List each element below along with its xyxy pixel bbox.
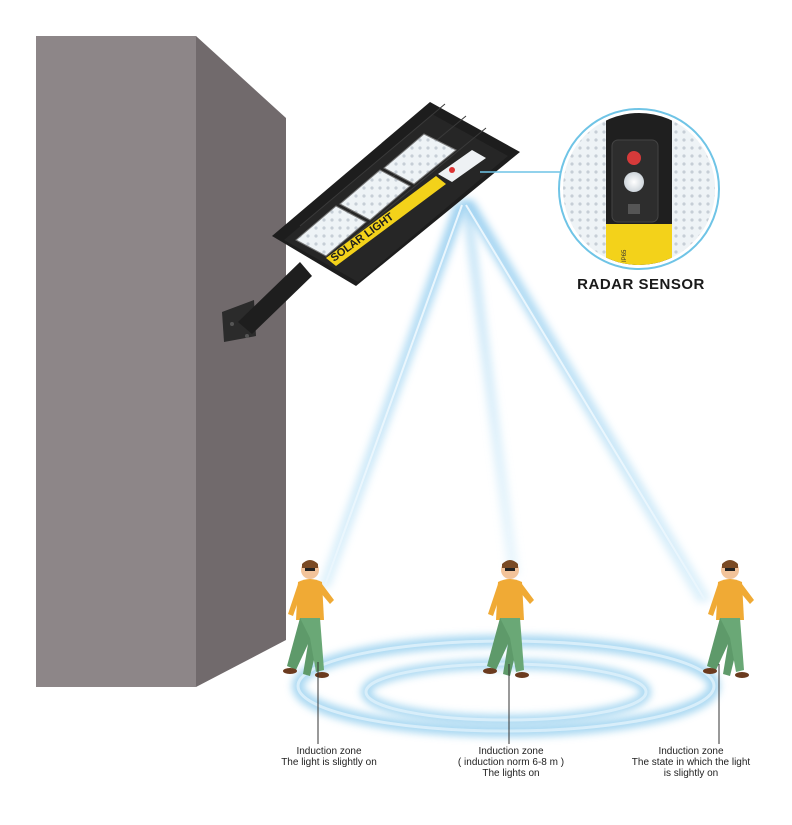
caption-right-line1: Induction zone <box>658 746 724 757</box>
induction-rings <box>292 635 720 737</box>
caption-leaders <box>317 662 720 744</box>
caption-middle-line2: ( induction norm 6-8 m ) <box>457 757 565 768</box>
caption-left-line2: The light is slightly on <box>281 757 377 768</box>
person-left <box>283 560 334 678</box>
solar-lamp: SOLAR LIGHT <box>272 102 520 286</box>
lamp-rating-text: IP65 <box>622 249 628 262</box>
caption-middle-line3: The lights on <box>482 768 540 779</box>
sensor-zoom: IP65 <box>558 108 720 270</box>
caption-middle: Induction zone ( induction norm 6-8 m ) … <box>421 746 601 779</box>
light-beams <box>318 200 712 603</box>
caption-right-line3: is slightly on <box>663 768 719 779</box>
caption-left: Induction zone The light is slightly on <box>239 746 419 768</box>
person-middle <box>483 560 534 678</box>
caption-right-line2: The state in which the light <box>631 757 751 768</box>
mount-arm <box>222 262 312 342</box>
person-right <box>703 560 754 678</box>
caption-middle-line1: Induction zone <box>478 746 544 757</box>
caption-left-line1: Induction zone <box>296 746 362 757</box>
radar-sensor-label: RADAR SENSOR <box>577 276 705 293</box>
wall <box>36 36 286 687</box>
caption-right: Induction zone The state in which the li… <box>601 746 781 779</box>
